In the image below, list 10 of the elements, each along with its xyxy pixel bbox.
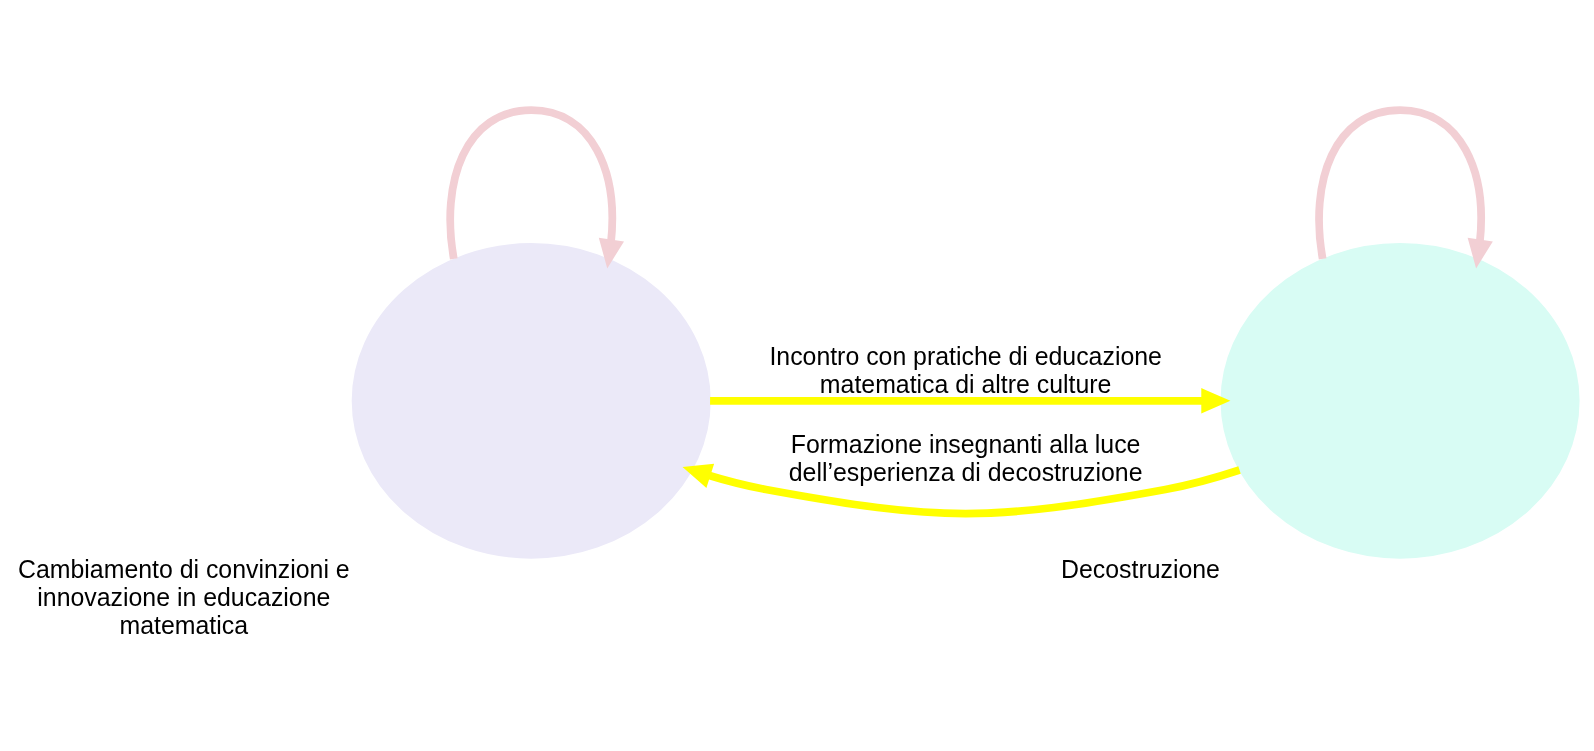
node-label: Cambiamento di convinzioni e innovazione in educazione matematica [18,554,350,639]
edge-label: Incontro con pratiche di educazione matematica di altre culture [769,341,1162,398]
node-label: Decostruzione [1061,554,1220,583]
edge-label: Formazione insegnanti alla luce dell’esperienza di decostruzione [788,429,1143,486]
arrow [682,463,1241,517]
arrow [1315,105,1493,268]
node-circle [351,242,711,559]
arrow [710,387,1231,414]
arrow [446,105,624,268]
node-circle [1220,242,1580,559]
